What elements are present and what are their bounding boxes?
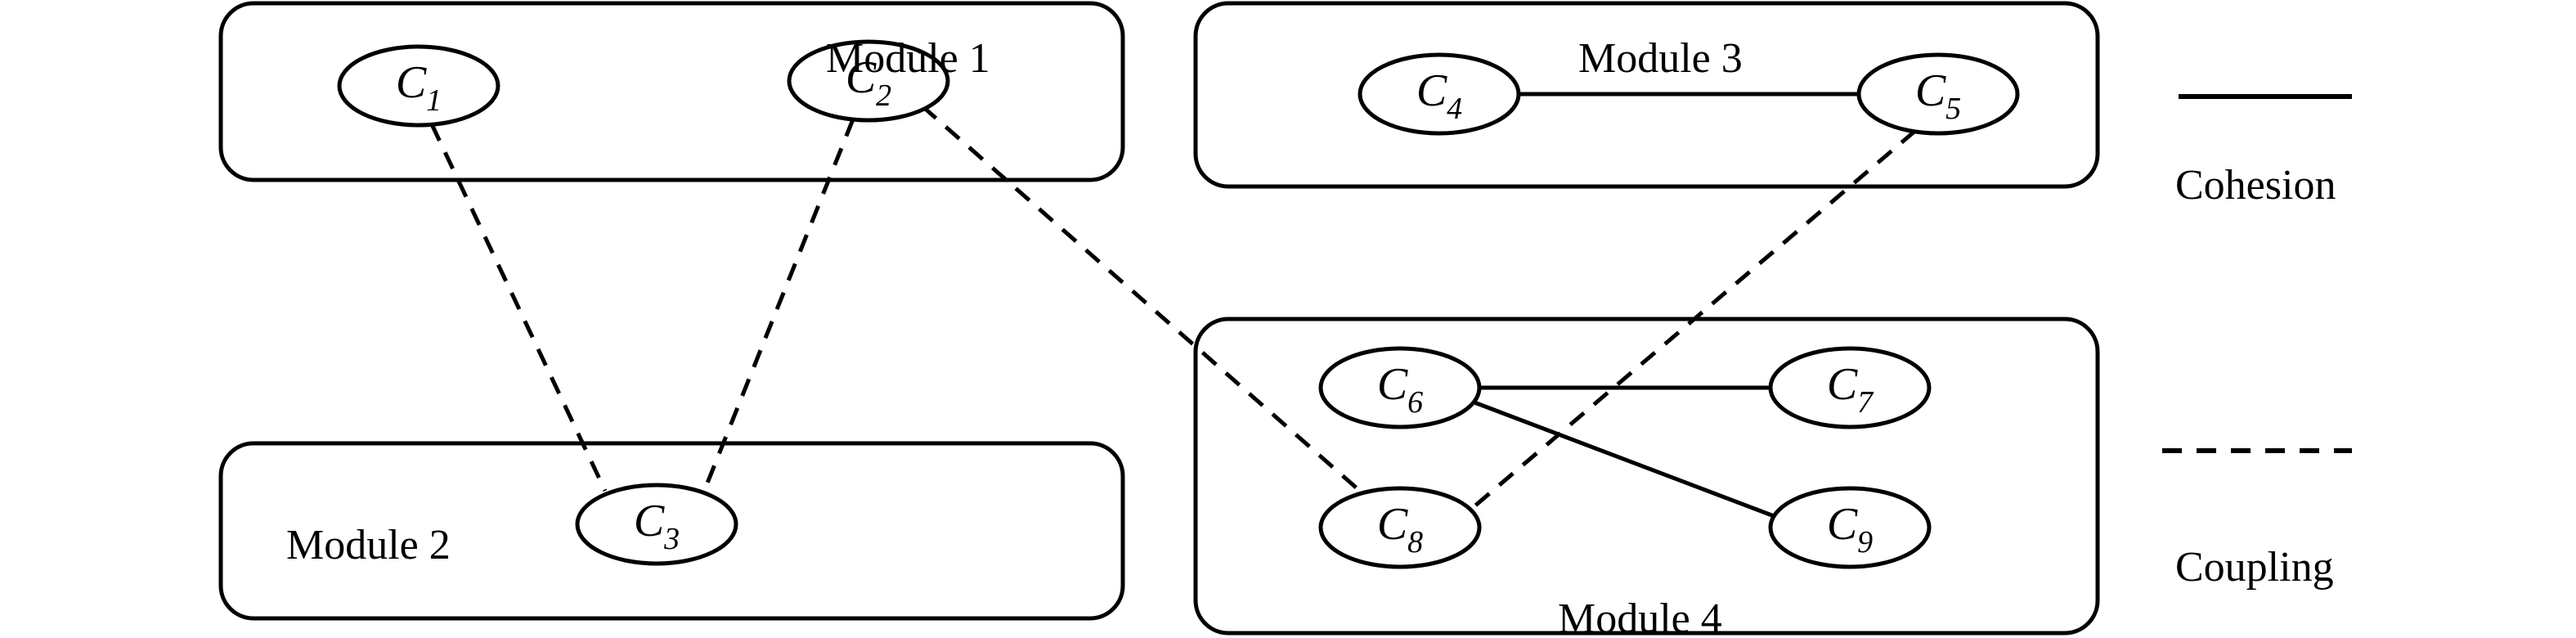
node-ellipse-C7[interactable] [1768, 346, 1932, 429]
legend-coupling-label: Coupling [2175, 544, 2334, 591]
module-labels-layer: Module 1 Module 2 Module 3 Module 4 [286, 35, 1743, 638]
node-ellipse-C5[interactable] [1856, 52, 2020, 136]
edges-layer [429, 92, 1917, 519]
node-ellipse-C4[interactable] [1358, 52, 1521, 136]
module-label-module4: Module 4 [1558, 595, 1722, 638]
node-sub-C2: 2 [876, 79, 891, 113]
node-sub-C9: 9 [1857, 525, 1873, 559]
node-ellipse-C3[interactable] [575, 483, 738, 566]
edge-c1-c3[interactable] [429, 123, 608, 492]
edge-c5-c8[interactable] [1462, 129, 1917, 517]
module-box-module3[interactable] [1193, 1, 2100, 189]
node-C7[interactable]: C7 [1768, 346, 1932, 429]
edge-c2-c3[interactable] [702, 119, 855, 490]
node-C6[interactable]: C6 [1318, 346, 1482, 429]
module-box-module4[interactable] [1193, 317, 2100, 636]
module-boxes-layer [218, 1, 2100, 636]
node-ellipse-C1[interactable] [337, 44, 500, 128]
edge-c6-c9[interactable] [1474, 400, 1777, 519]
node-C1[interactable]: C1 [337, 44, 500, 128]
node-ellipse-C9[interactable] [1768, 486, 1932, 569]
node-sub-C7: 7 [1857, 385, 1874, 420]
node-sub-C4: 4 [1447, 92, 1462, 126]
node-sub-C3: 3 [663, 522, 680, 556]
node-sub-C8: 8 [1407, 525, 1423, 559]
node-C8[interactable]: C8 [1318, 486, 1482, 569]
module-label-module1: Module 1 [826, 35, 990, 82]
node-C3[interactable]: C3 [575, 483, 738, 566]
node-sub-C5: 5 [1945, 92, 1961, 126]
module-box-module2[interactable] [218, 441, 1125, 621]
module-box-module1[interactable] [218, 1, 1125, 182]
edge-c2-c8[interactable] [921, 105, 1363, 494]
node-ellipse-C8[interactable] [1318, 486, 1482, 569]
node-C2[interactable]: C2 [787, 39, 950, 123]
node-label-C8: C8 [1377, 499, 1423, 559]
node-C4[interactable]: C4 [1358, 52, 1521, 136]
node-sub-C6: 6 [1407, 385, 1423, 420]
node-sub-C1: 1 [426, 83, 442, 118]
node-ellipse-C6[interactable] [1318, 346, 1482, 429]
node-ellipse-C2[interactable] [787, 39, 950, 123]
legend-cohesion-label: Cohesion [2175, 162, 2336, 209]
module-label-module2: Module 2 [286, 522, 451, 568]
module-label-module3: Module 3 [1578, 35, 1743, 82]
node-C5[interactable]: C5 [1856, 52, 2020, 136]
node-C9[interactable]: C9 [1768, 486, 1932, 569]
